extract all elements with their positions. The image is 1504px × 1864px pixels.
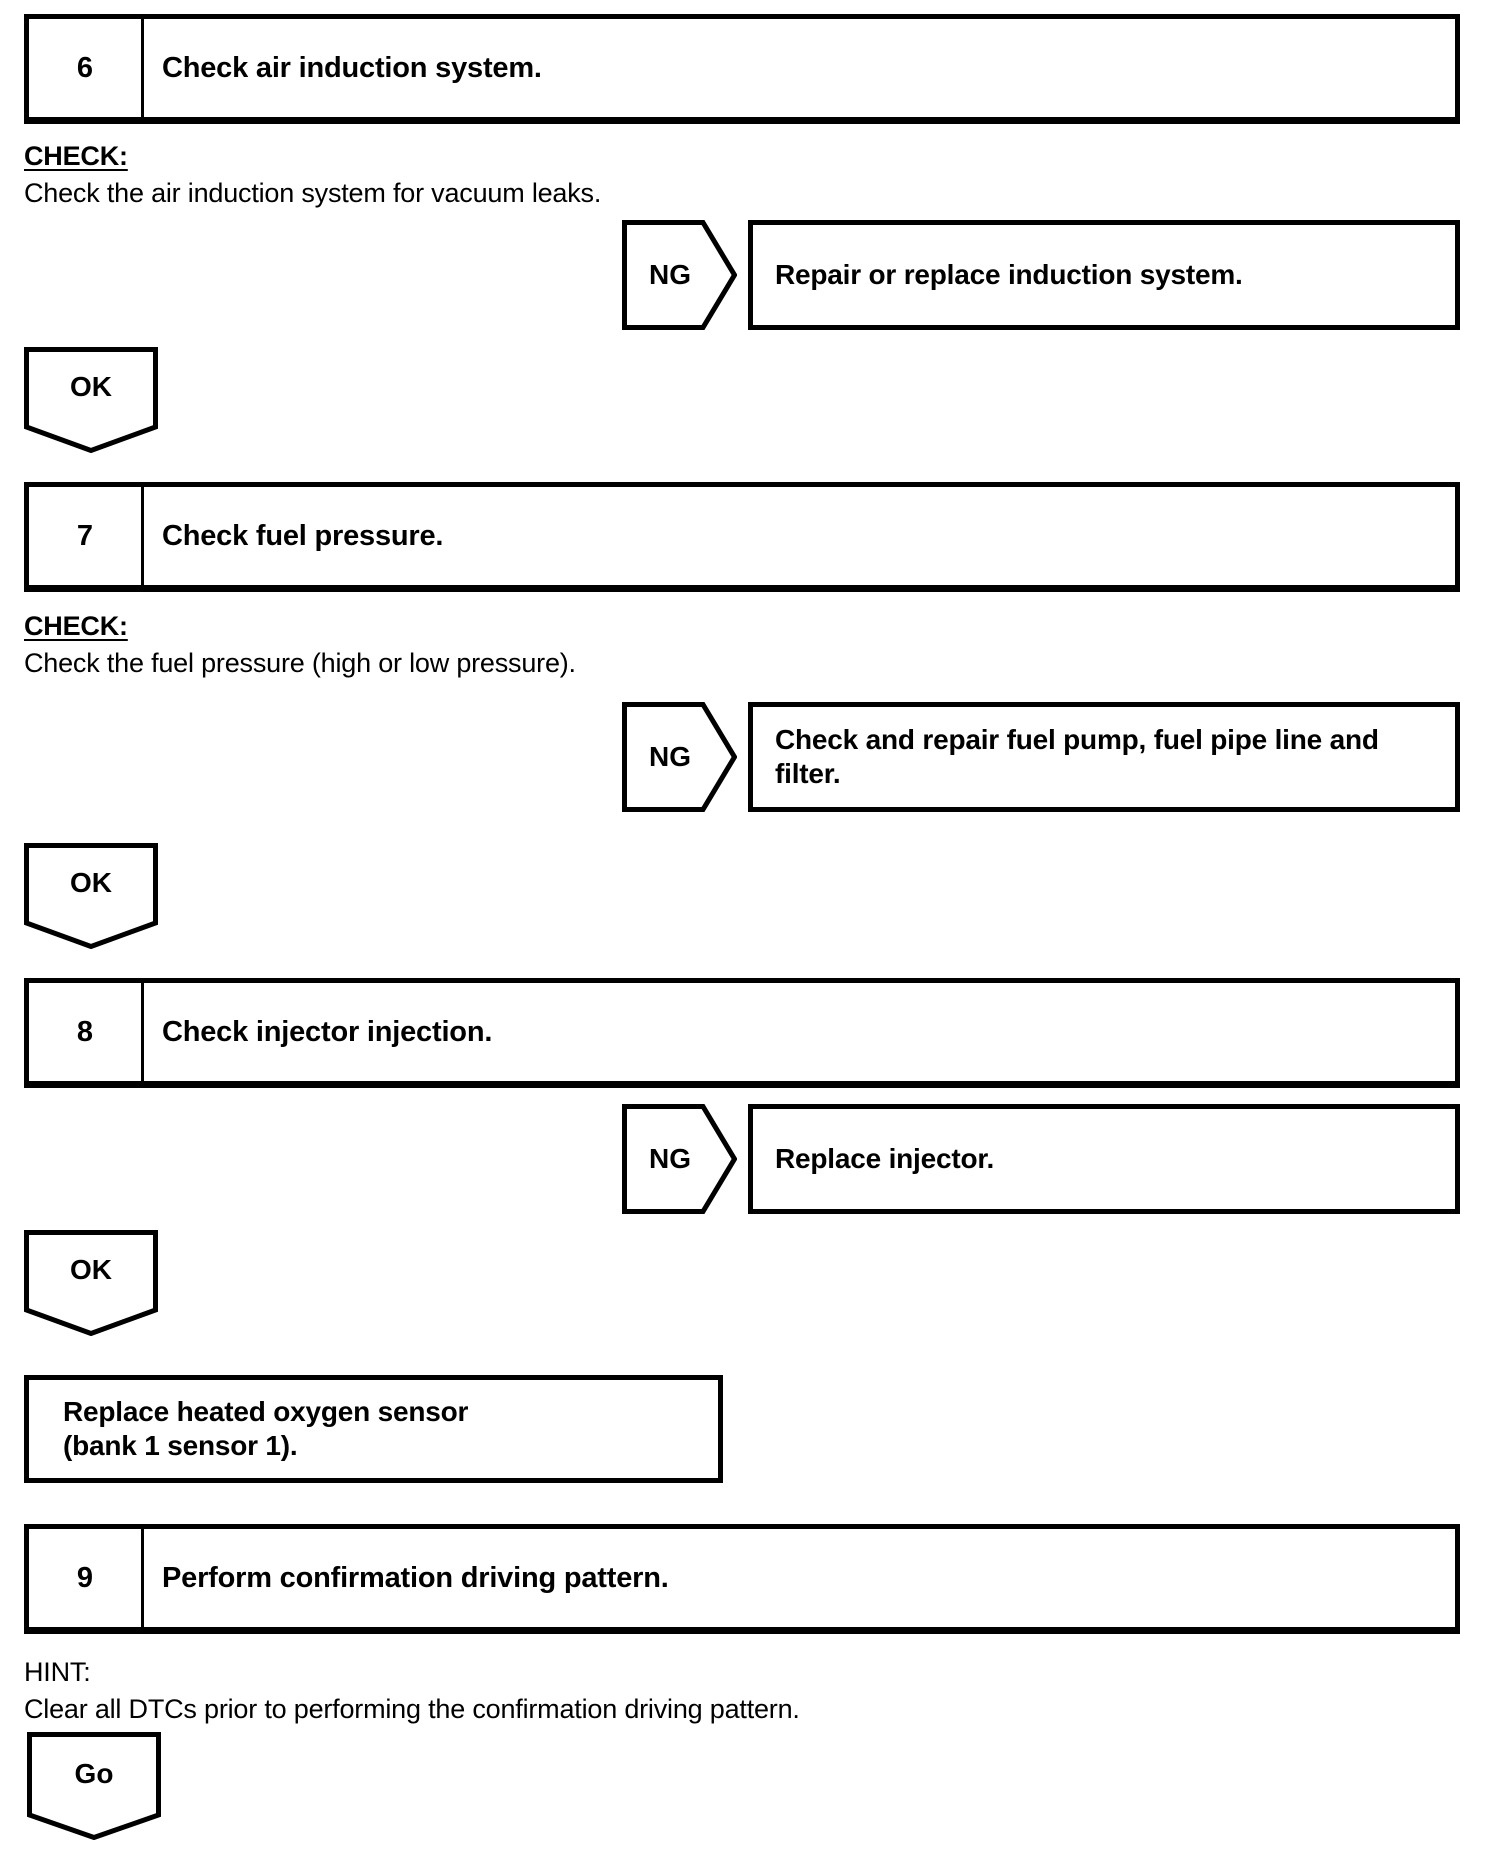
check-heading-2: CHECK: — [24, 611, 128, 641]
go-pentagon-icon — [27, 1732, 161, 1840]
step-number-8: 8 — [29, 983, 144, 1081]
ng-label: NG — [649, 259, 691, 290]
ok-connector-2: OK — [24, 843, 158, 949]
ng-result-box-3: Replace injector. — [748, 1104, 1460, 1214]
step-number-7: 7 — [29, 487, 144, 585]
check-body-2: Check the fuel pressure (high or low pre… — [24, 648, 576, 678]
replace-sensor-box: Replace heated oxygen sensor (bank 1 sen… — [24, 1375, 723, 1483]
ng-result-box-1: Repair or replace induction system. — [748, 220, 1460, 330]
ok-pentagon-icon — [24, 843, 158, 949]
step-number-9: 9 — [29, 1529, 144, 1627]
ng-label: NG — [649, 1143, 691, 1174]
ng-connector-3: NG — [622, 1104, 737, 1214]
ng-pentagon-icon — [622, 702, 737, 812]
step-box-9: 9 Perform confirmation driving pattern. — [24, 1524, 1460, 1634]
step-title-8: Check injector injection. — [162, 1015, 493, 1048]
ng-result-text: Replace injector. — [775, 1143, 995, 1174]
replace-sensor-text-line: Replace heated oxygen sensor — [63, 1396, 469, 1427]
check-heading-1: CHECK: — [24, 141, 128, 171]
ok-pentagon-icon — [24, 347, 158, 453]
ng-connector-2: NG — [622, 702, 737, 812]
ng-result-text-line: filter. — [775, 758, 841, 789]
ng-pentagon-icon — [622, 1104, 737, 1214]
ok-connector-3: OK — [24, 1230, 158, 1336]
hint-heading: HINT: — [24, 1657, 91, 1687]
step-title-9: Perform confirmation driving pattern. — [162, 1561, 669, 1594]
step-title-6: Check air induction system. — [162, 51, 542, 84]
ng-pentagon-icon — [622, 220, 737, 330]
go-label: Go — [74, 1757, 114, 1789]
step-box-8: 8 Check injector injection. — [24, 978, 1460, 1088]
check-body-1: Check the air induction system for vacuu… — [24, 178, 602, 208]
step-number-6: 6 — [29, 19, 144, 117]
ng-label: NG — [649, 741, 691, 772]
ng-result-box-2: Check and repair fuel pump, fuel pipe li… — [748, 702, 1460, 812]
ok-label: OK — [70, 371, 112, 402]
replace-sensor-text-line: (bank 1 sensor 1). — [63, 1430, 298, 1461]
ok-label: OK — [70, 867, 112, 898]
step-title-7: Check fuel pressure. — [162, 519, 444, 552]
ng-connector-1: NG — [622, 220, 737, 330]
ok-label: OK — [70, 1254, 112, 1285]
go-connector: Go — [27, 1732, 161, 1840]
ng-result-text: Repair or replace induction system. — [775, 259, 1243, 290]
ng-result-text-line: Check and repair fuel pump, fuel pipe li… — [775, 724, 1379, 755]
step-box-7: 7 Check fuel pressure. — [24, 482, 1460, 592]
hint-body: Clear all DTCs prior to performing the c… — [24, 1694, 800, 1724]
step-box-6: 6 Check air induction system. — [24, 14, 1460, 124]
ok-connector-1: OK — [24, 347, 158, 453]
ok-pentagon-icon — [24, 1230, 158, 1336]
